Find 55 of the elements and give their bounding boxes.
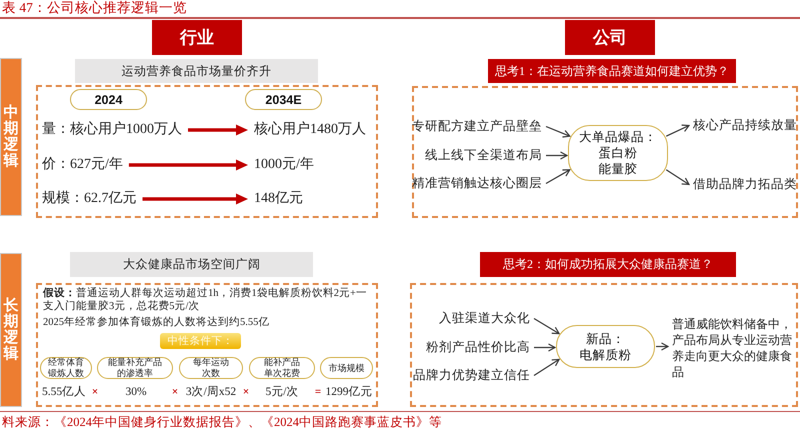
- arrow: [666, 169, 690, 186]
- dashed-frame: [36, 283, 378, 407]
- arrow: [656, 342, 669, 351]
- dashed-frame: [412, 86, 798, 218]
- row-text: 1000元/年: [254, 157, 314, 173]
- arrow: [666, 124, 690, 137]
- factor-text: 入驻渠道大众化: [439, 311, 530, 326]
- result-text: 普通威能饮料储备中，产品布局从专业运动营养走向更大众的健康食品: [672, 316, 793, 380]
- note-text: 假设：普通运动人群每次运动超过1h，消费1袋电解质粉饮料2元+一支入门能量胶3元，总花费5元/次: [43, 287, 368, 313]
- value-text: 1299亿元: [326, 385, 372, 399]
- arrow: [142, 194, 248, 204]
- side-band: 长期逻辑: [0, 253, 22, 407]
- row-text: 价：627元/年: [42, 157, 123, 173]
- value-text: 5元/次: [266, 385, 298, 399]
- note-text: 2025年经常参加体育锻炼的人数将达到约5.55亿: [43, 316, 270, 329]
- section-header: 公司: [565, 20, 655, 55]
- factor-text: 品牌力优势建立信任: [413, 368, 530, 383]
- multiply-sign: ×: [172, 385, 178, 399]
- factor-text: 精准营销触达核心圈层: [412, 176, 542, 191]
- condition-box: 中性条件下：: [160, 333, 241, 349]
- arrow: [128, 160, 248, 170]
- value-text: 3次/周x52: [186, 385, 236, 399]
- product-box: 大单品爆品： 蛋白粉 能量胶: [568, 125, 668, 181]
- arrow: [534, 343, 556, 352]
- arrow: [546, 151, 568, 160]
- multiply-sign: ×: [92, 385, 98, 399]
- source-note: 料来源：《2024年中国健身行业数据报告》、《2024中国路跑赛事蓝皮书》等: [2, 414, 442, 430]
- row-text: 规模：62.7亿元: [42, 191, 136, 207]
- result-text: 借助品牌力拓品类: [693, 177, 797, 192]
- arrow: [534, 318, 560, 334]
- question-band: 思考2：如何成功拓展大众健康品赛道？: [480, 252, 736, 277]
- factor-text: 专研配方建立产品壁垒: [412, 119, 542, 134]
- factor-text: 粉剂产品性价比高: [426, 340, 530, 355]
- dashed-frame: [36, 85, 378, 218]
- result-text: 核心产品持续放量: [693, 118, 797, 133]
- row-text: 量：核心用户1000万人: [42, 122, 182, 138]
- row-text: 148亿元: [254, 191, 303, 207]
- row-text: 核心用户1480万人: [254, 122, 366, 138]
- multiply-sign: ×: [242, 385, 250, 399]
- value-text: 5.55亿人: [42, 385, 86, 399]
- factor-text: 线上线下全渠道布局: [425, 148, 542, 163]
- value-text: 30%: [125, 385, 147, 399]
- question-band: 思考1：在运动营养食品赛道如何建立优势？: [488, 59, 736, 83]
- heading-band: 运动营养食品市场量价齐升: [75, 59, 318, 83]
- dashed-frame: [410, 283, 798, 407]
- title: 表 47：公司核心推荐逻辑一览: [2, 0, 187, 16]
- arrow: [188, 124, 248, 136]
- section-header: 行业: [152, 20, 242, 55]
- product-box: 新品： 电解质粉: [556, 325, 655, 368]
- arrow: [546, 126, 570, 138]
- equals-sign: =: [314, 385, 322, 399]
- side-band: 中期逻辑: [0, 58, 22, 216]
- arrow: [546, 169, 570, 184]
- arrow: [534, 358, 560, 376]
- heading-band: 大众健康品市场空间广阔: [70, 252, 313, 277]
